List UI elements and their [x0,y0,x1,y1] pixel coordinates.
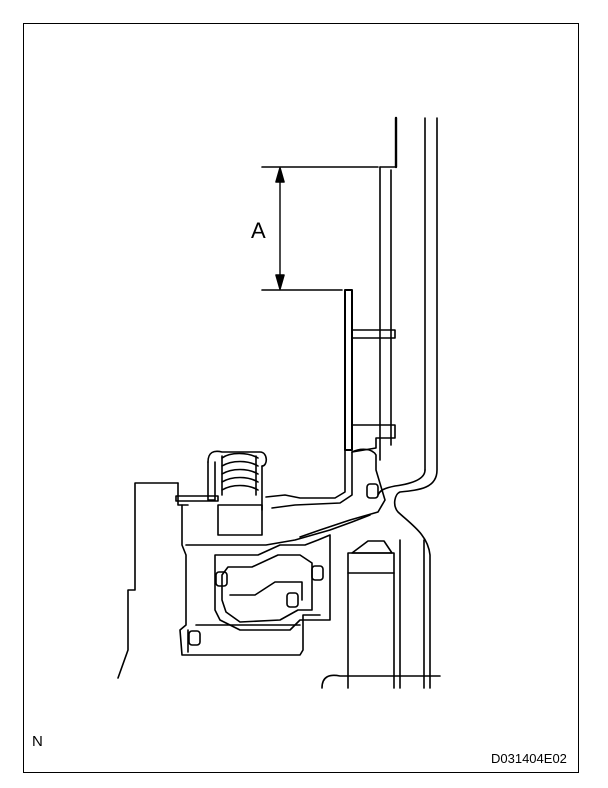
center-pin [321,540,441,689]
figure-code: D031404E02 [491,751,567,766]
orientation-mark: N [32,733,43,750]
return-spring [207,450,268,511]
seal-rings [188,483,379,646]
transmission-case [117,482,371,679]
figure-frame [23,23,579,773]
clutch-piston [187,534,331,653]
shaft-outline [377,116,438,689]
dimension-label: A [251,218,266,243]
dimension-a-indicator [261,166,379,291]
clutch-drum [265,289,396,538]
